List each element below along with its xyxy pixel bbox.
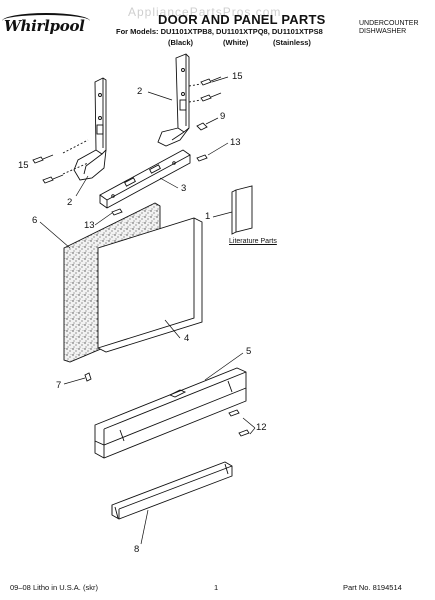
right-hinge-bracket — [157, 53, 190, 147]
watermark: AppliancePartsPros.com — [128, 5, 282, 19]
part-number: Part No. 8194514 — [343, 583, 402, 592]
clip-part — [196, 122, 208, 131]
color-black: (Black) — [168, 38, 194, 47]
callout-2-left: 2 — [67, 197, 73, 208]
appliance-type-line1: UNDERCOUNTER — [359, 20, 419, 27]
appliance-type-line2: DISHWASHER — [359, 28, 407, 35]
callout-13-upper: 13 — [230, 137, 241, 148]
callout-12: 12 — [256, 422, 267, 433]
callout-15-right: 15 — [232, 71, 243, 82]
callout-8: 8 — [134, 544, 140, 555]
screw-group-right — [188, 76, 222, 103]
callout-9: 9 — [220, 111, 226, 122]
outer-door-panel — [97, 217, 203, 353]
callout-13-lower: 13 — [84, 220, 95, 231]
screw-lower — [111, 208, 123, 216]
brand-logo-arc — [2, 13, 90, 29]
color-stainless: (Stainless) — [273, 38, 311, 47]
literature-booklet — [231, 185, 253, 235]
color-white: (White) — [223, 38, 249, 47]
callout-1: 1 — [205, 211, 211, 222]
appliance-type: UNDERCOUNTER DISHWASHER — [359, 20, 419, 36]
screw-group-left — [32, 139, 89, 184]
door-bracket-plate — [99, 149, 191, 209]
leader-lines — [39, 76, 256, 545]
callout-5: 5 — [246, 346, 252, 357]
brand-logo: Whirlpool — [4, 17, 85, 35]
callout-7: 7 — [56, 380, 62, 391]
page-number: 1 — [214, 583, 219, 592]
toe-panel-bracket — [94, 367, 247, 459]
screw-upper — [196, 154, 208, 162]
model-list: For Models: DU1101XTPB8, DU1101XTPQ8, DU… — [116, 27, 323, 36]
page-title: DOOR AND PANEL PARTS — [158, 12, 326, 27]
clip-7 — [84, 372, 92, 382]
callout-3: 3 — [181, 183, 187, 194]
screw-12a — [228, 409, 240, 417]
screw-12b — [238, 429, 250, 437]
left-hinge-bracket — [73, 77, 107, 181]
callout-4: 4 — [184, 333, 190, 344]
callout-6: 6 — [32, 215, 38, 226]
callout-15-left: 15 — [18, 160, 29, 171]
callout-2-right: 2 — [137, 86, 143, 97]
literature-parts-label: Literature Parts — [229, 238, 277, 245]
kick-plate — [111, 461, 233, 520]
litho-note: 09–08 Litho in U.S.A. (skr) — [10, 583, 98, 592]
